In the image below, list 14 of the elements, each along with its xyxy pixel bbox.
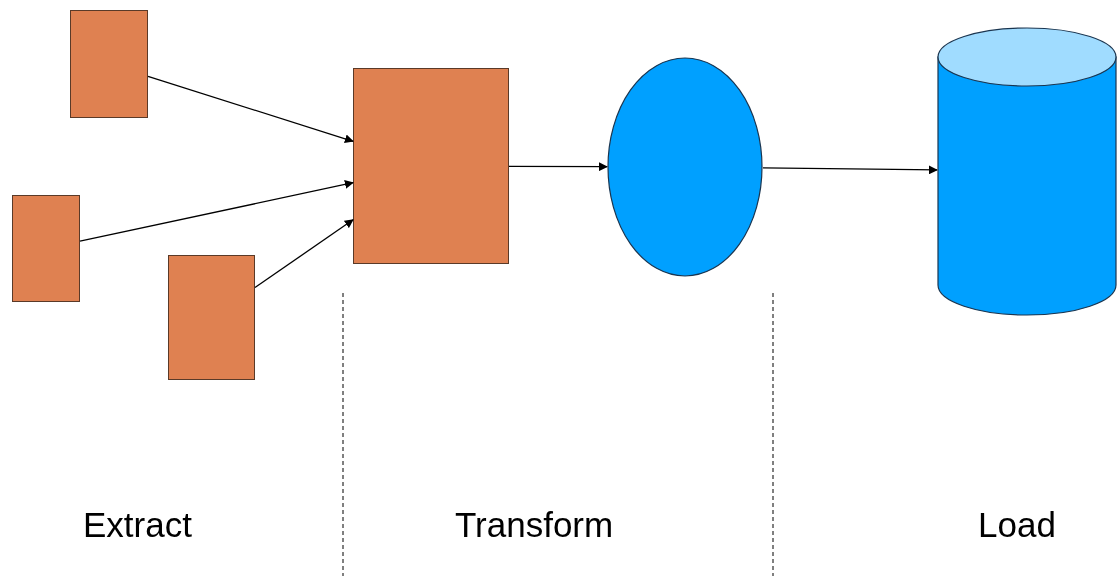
source-rectangle — [70, 10, 148, 118]
source-rectangle — [168, 255, 255, 380]
arrow — [254, 219, 354, 289]
stage-label: Extract — [83, 505, 192, 545]
stage-label: Transform — [455, 505, 614, 545]
arrow — [508, 162, 608, 172]
arrow — [147, 75, 354, 144]
database-cylinder — [937, 27, 1117, 315]
arrow — [79, 180, 354, 242]
source-rectangle — [12, 195, 80, 302]
source-rectangle — [353, 68, 509, 264]
stage-label: Load — [978, 505, 1056, 545]
arrow — [762, 165, 938, 175]
ellipse-shape — [607, 57, 763, 277]
